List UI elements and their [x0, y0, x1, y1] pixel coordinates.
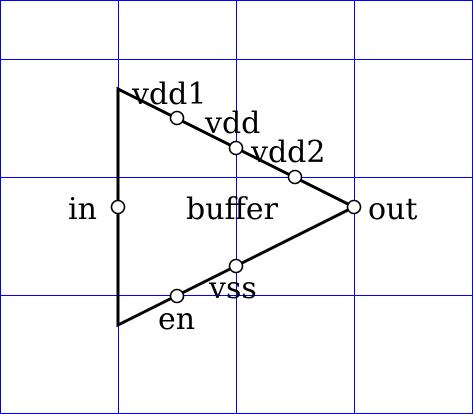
pin-label-vdd1: vdd1 — [131, 77, 206, 112]
pin-vss[interactable] — [228, 258, 244, 274]
pin-label-out: out — [368, 192, 417, 227]
pin-vdd2[interactable] — [287, 169, 303, 185]
pin-label-in: in — [68, 192, 97, 227]
pins — [110, 110, 362, 304]
pin-label-en: en — [158, 302, 195, 337]
pin-label-vss: vss — [208, 271, 257, 306]
pin-label-vdd2: vdd2 — [250, 135, 325, 170]
pin-in[interactable] — [110, 199, 126, 215]
labels: buffer in out vdd1 vdd vdd2 vss en — [68, 77, 417, 337]
component-label: buffer — [186, 192, 279, 227]
pin-label-vdd: vdd — [204, 106, 260, 141]
pin-vdd[interactable] — [228, 140, 244, 156]
pin-en[interactable] — [169, 288, 185, 304]
pin-vdd1[interactable] — [169, 110, 185, 126]
pin-out[interactable] — [346, 199, 362, 215]
